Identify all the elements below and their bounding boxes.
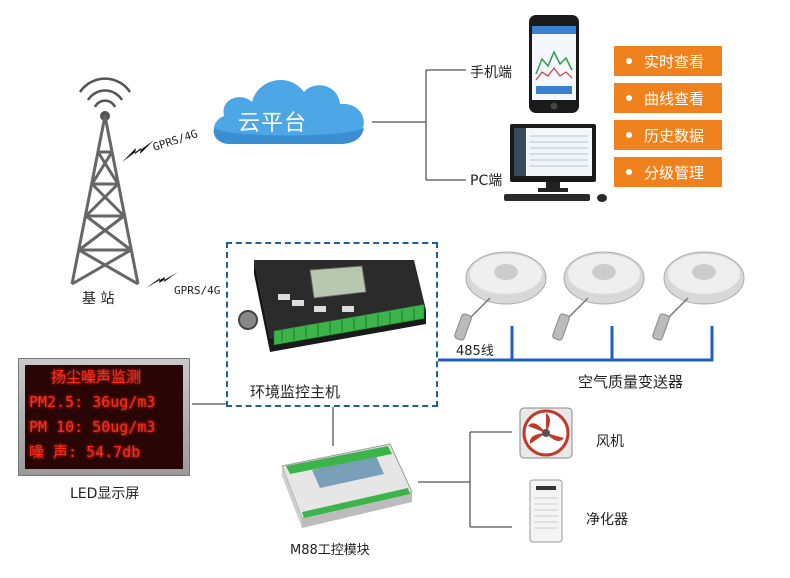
bus-label: 485线 bbox=[456, 344, 494, 359]
feature-history-data: 历史数据 bbox=[614, 120, 722, 150]
bullet-icon bbox=[626, 169, 632, 175]
controller-frame bbox=[226, 242, 438, 407]
bullet-icon bbox=[626, 132, 632, 138]
feature-tiered-management: 分级管理 bbox=[614, 157, 722, 187]
air-quality-sensor-icon bbox=[652, 251, 745, 341]
purifier-label: 净化器 bbox=[586, 512, 628, 528]
feature-realtime-view: 实时查看 bbox=[614, 46, 722, 76]
fan-label: 风机 bbox=[596, 434, 624, 450]
bullet-icon bbox=[626, 95, 632, 101]
led-line-title: 扬尘噪声监测 bbox=[51, 368, 142, 386]
sensor-label: 空气质量变送器 bbox=[578, 373, 684, 391]
controller-label: 环境监控主机 bbox=[250, 383, 341, 401]
tower-label: 基 站 bbox=[82, 291, 115, 307]
monitoring-host-icon bbox=[238, 260, 426, 352]
smartphone-icon bbox=[529, 15, 579, 113]
rs485-bus bbox=[438, 326, 714, 362]
gprs-label-lower: GPRS/4G bbox=[174, 284, 221, 297]
air-quality-sensor-icon bbox=[552, 251, 645, 341]
led-line-pm25: PM2.5: 36ug/m3 bbox=[29, 393, 156, 411]
led-line-noise: 噪 声: 54.7db bbox=[29, 443, 141, 461]
bullet-icon bbox=[626, 58, 632, 64]
feature-curve-view: 曲线查看 bbox=[614, 83, 722, 113]
cloud-icon bbox=[213, 79, 364, 144]
air-quality-sensor-icon bbox=[454, 251, 547, 341]
led-label: LED显示屏 bbox=[70, 486, 140, 502]
phone-label: 手机端 bbox=[470, 65, 512, 81]
led-display: 扬尘噪声监测 PM2.5: 36ug/m3 PM 10: 50ug/m3 噪 声… bbox=[18, 358, 190, 476]
fan-icon bbox=[519, 407, 573, 459]
desktop-computer-icon bbox=[504, 124, 607, 202]
pc-label: PC端 bbox=[470, 173, 503, 189]
cloud-label: 云平台 bbox=[238, 111, 308, 136]
module-label: M88工控模块 bbox=[290, 543, 370, 558]
air-purifier-icon bbox=[529, 479, 563, 543]
lightning-icon bbox=[146, 272, 178, 288]
led-screen: 扬尘噪声监测 PM2.5: 36ug/m3 PM 10: 50ug/m3 噪 声… bbox=[25, 365, 183, 469]
io-module-icon bbox=[281, 443, 413, 528]
led-line-pm10: PM 10: 50ug/m3 bbox=[29, 418, 156, 436]
cell-tower-icon bbox=[70, 77, 140, 286]
lightning-icon bbox=[122, 140, 154, 162]
